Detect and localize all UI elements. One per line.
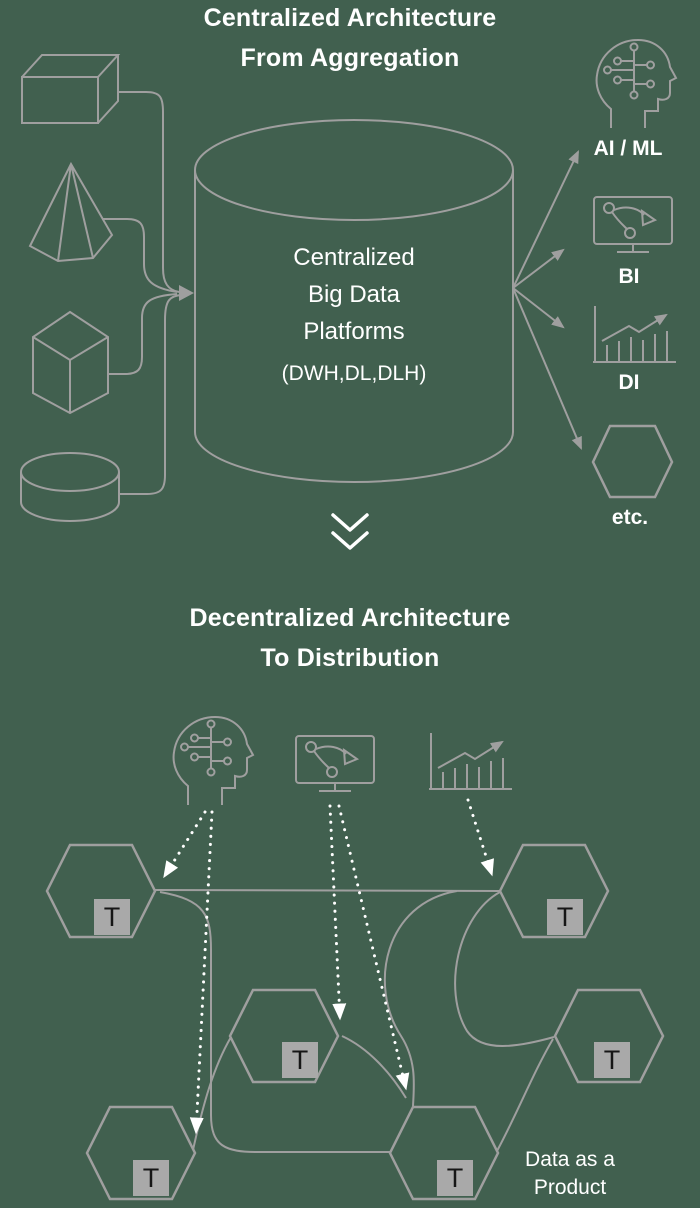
dotted-distribution-arrows	[162, 798, 494, 1135]
producer-bi-monitor-icon	[295, 735, 375, 792]
hexagon-node	[553, 988, 665, 1084]
aggregation-arrowhead-icon	[179, 285, 194, 301]
hexagon-node	[228, 988, 340, 1084]
consumer-label-etc: etc.	[611, 506, 649, 529]
ai-ml-head-icon	[595, 39, 677, 129]
node-t-badge: T	[547, 899, 583, 935]
data-as-product-caption-line1: Data as a	[525, 1148, 615, 1171]
node-t-badge: T	[133, 1160, 169, 1196]
aggregation-connectors	[102, 91, 182, 495]
hexagon-node	[85, 1105, 197, 1201]
central-cylinder-icon	[194, 119, 514, 483]
double-chevron-down-icon	[331, 513, 369, 550]
source-pyramid-icon	[28, 161, 114, 263]
node-t-badge: T	[594, 1042, 630, 1078]
centralized-title-line2: From Aggregation	[240, 44, 460, 72]
bi-monitor-icon	[593, 196, 673, 253]
di-chart-icon	[593, 306, 676, 362]
hexagon-node	[45, 843, 157, 939]
hexagon-node	[388, 1105, 500, 1201]
consumer-label-di: DI	[618, 371, 640, 394]
hexagon-node	[498, 843, 610, 939]
cylinder-label-line3: Platforms	[303, 318, 405, 345]
consumer-label-bi: BI	[618, 265, 640, 288]
producer-ai-ml-head-icon	[172, 716, 254, 806]
decentralized-title-line2: To Distribution	[260, 644, 440, 672]
node-t-badge: T	[437, 1160, 473, 1196]
distribution-fan-arrows	[512, 150, 582, 450]
source-disk-icon	[20, 452, 120, 522]
source-box-icon	[21, 54, 121, 124]
source-cube-icon	[32, 310, 109, 415]
node-t-badge: T	[282, 1042, 318, 1078]
decentralized-title-line1: Decentralized Architecture	[189, 604, 511, 632]
cylinder-label-line1: Centralized	[293, 244, 415, 271]
centralized-title-line1: Centralized Architecture	[203, 4, 497, 32]
cylinder-label-line2: Big Data	[307, 281, 401, 308]
etc-hexagon-icon	[591, 424, 674, 499]
mesh-hexagons	[45, 843, 665, 1201]
consumer-label-ai-ml: AI / ML	[593, 137, 663, 160]
data-as-product-caption-line2: Product	[533, 1176, 607, 1199]
producer-di-chart-icon	[429, 733, 512, 789]
node-t-badge: T	[94, 899, 130, 935]
cylinder-sublabel: (DWH,DL,DLH)	[281, 362, 427, 385]
mesh-connector-lines	[154, 889, 555, 1153]
